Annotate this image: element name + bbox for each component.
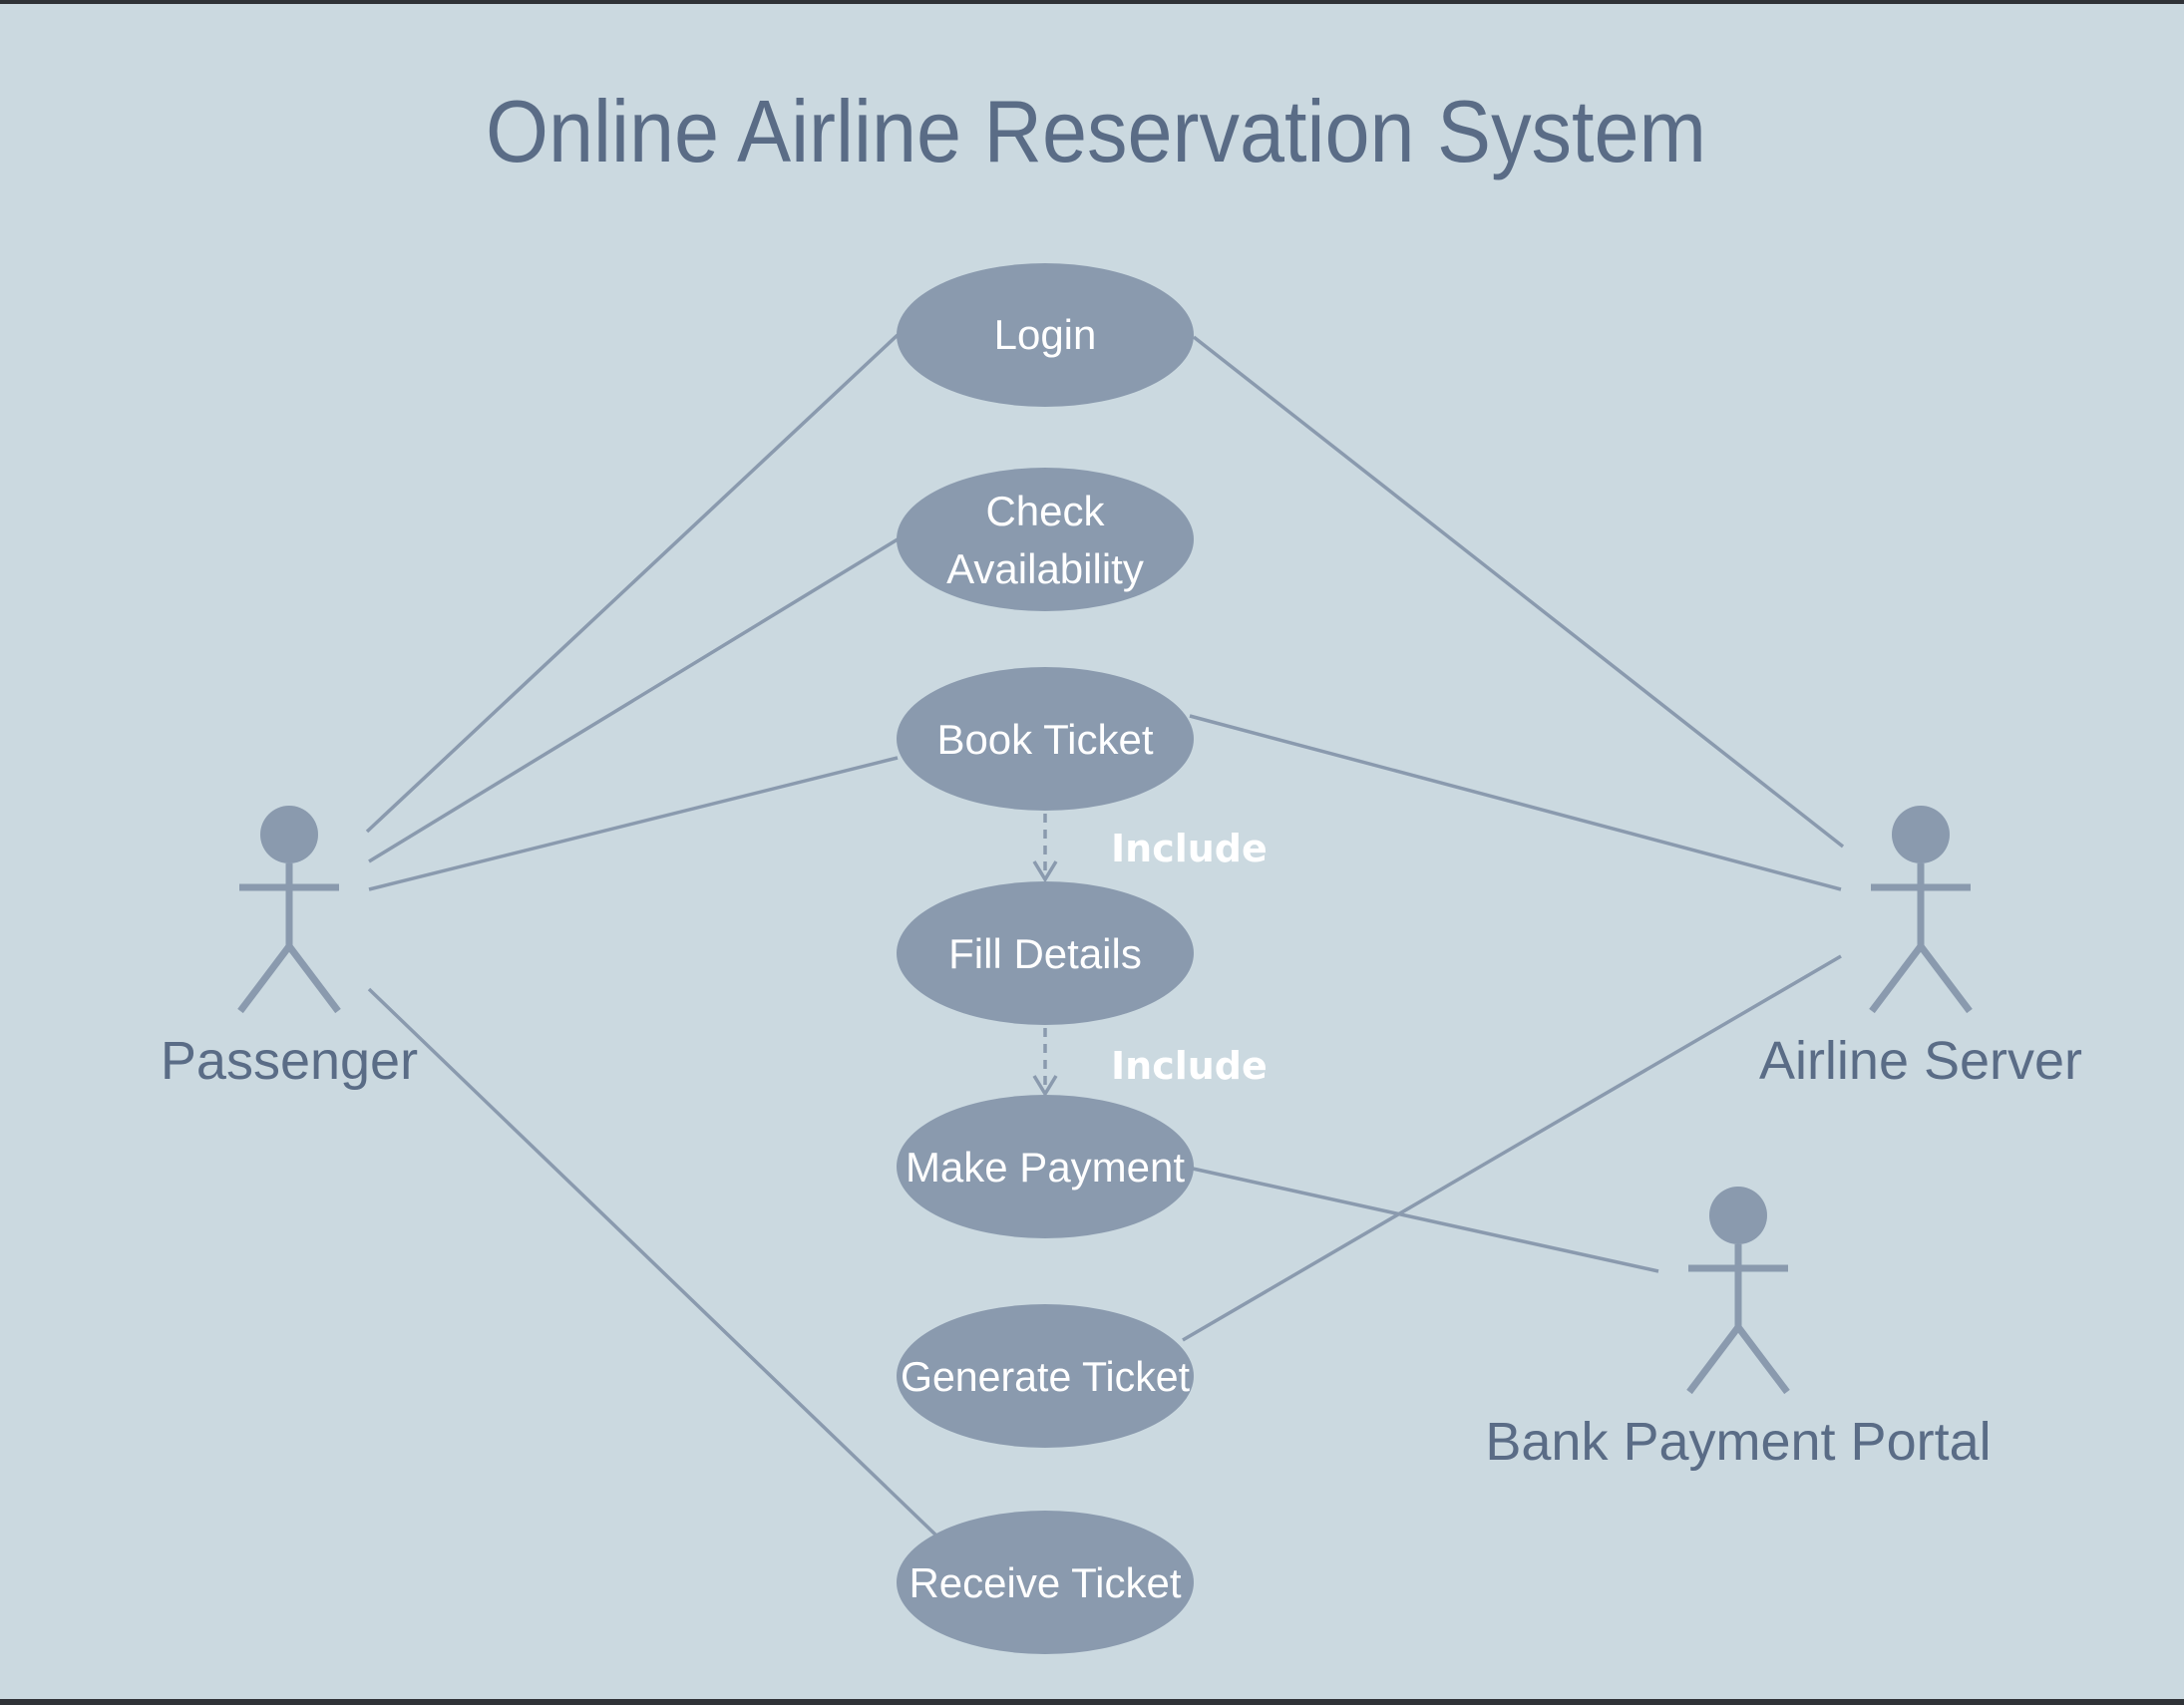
use-case-ellipse	[897, 263, 1194, 407]
use-case-label: Receive Ticket	[909, 1559, 1181, 1606]
diagram-title: Online Airline Reservation System	[486, 82, 1706, 180]
use-case-receive-ticket: Receive Ticket	[897, 1511, 1194, 1654]
actor-label: Bank Payment Portal	[1485, 1412, 1991, 1472]
use-case-fill-details: Fill Details	[897, 881, 1194, 1025]
actor-airline-server: Airline Server	[1759, 806, 2082, 1091]
assoc-server-login	[1192, 335, 1845, 849]
use-case-ellipse	[897, 881, 1194, 1025]
assoc-bank-make-payment	[1192, 1167, 1659, 1273]
include-dependency-2: Include	[1032, 1028, 1268, 1098]
include-label: Include	[1111, 1044, 1268, 1088]
assoc-passenger-check-availability	[368, 537, 899, 863]
use-case-label: Book Ticket	[936, 716, 1153, 763]
use-case-diagram: Online Airline Reservation System Includ…	[161, 82, 2082, 1654]
use-case-label: Generate Ticket	[901, 1353, 1190, 1400]
use-case-book-ticket: Book Ticket	[897, 667, 1194, 811]
use-case-ellipse	[897, 667, 1194, 811]
include-label: Include	[1111, 827, 1268, 870]
assoc-passenger-login	[365, 333, 900, 834]
use-case-label: Fill Details	[948, 930, 1142, 977]
actor-label: Passenger	[161, 1031, 418, 1091]
use-case-check-availability: Check Availability	[897, 468, 1194, 611]
stick-figure-icon	[237, 806, 341, 1014]
use-case-ellipse	[897, 1095, 1194, 1238]
diagram-canvas: Online Airline Reservation System Includ…	[0, 4, 2184, 1699]
include-dependency-1: Include	[1032, 814, 1268, 883]
actor-bank-payment-portal: Bank Payment Portal	[1485, 1187, 1992, 1472]
assoc-server-book-ticket	[1189, 714, 1842, 891]
use-case-label: Make Payment	[906, 1144, 1185, 1191]
use-case-label-line2: Availability	[946, 545, 1144, 592]
arrow-head-icon	[1032, 860, 1058, 883]
use-case-ellipse	[897, 468, 1194, 611]
assoc-server-generate-ticket	[1182, 954, 1842, 1342]
use-case-generate-ticket: Generate Ticket	[897, 1304, 1194, 1448]
use-case-label: Login	[994, 311, 1097, 358]
use-case-make-payment: Make Payment	[897, 1095, 1194, 1238]
actor-passenger: Passenger	[161, 806, 418, 1091]
assoc-passenger-receive-ticket	[367, 987, 939, 1538]
actor-label: Airline Server	[1759, 1031, 2082, 1091]
use-case-ellipse	[897, 1304, 1194, 1448]
assoc-passenger-book-ticket	[368, 756, 899, 891]
stick-figure-icon	[1869, 806, 1973, 1014]
arrow-head-icon	[1032, 1075, 1058, 1098]
use-case-ellipse	[897, 1511, 1194, 1654]
associations	[365, 333, 1845, 1538]
use-case-label-line1: Check	[985, 488, 1105, 534]
stick-figure-icon	[1686, 1187, 1790, 1395]
use-case-login: Login	[897, 263, 1194, 407]
